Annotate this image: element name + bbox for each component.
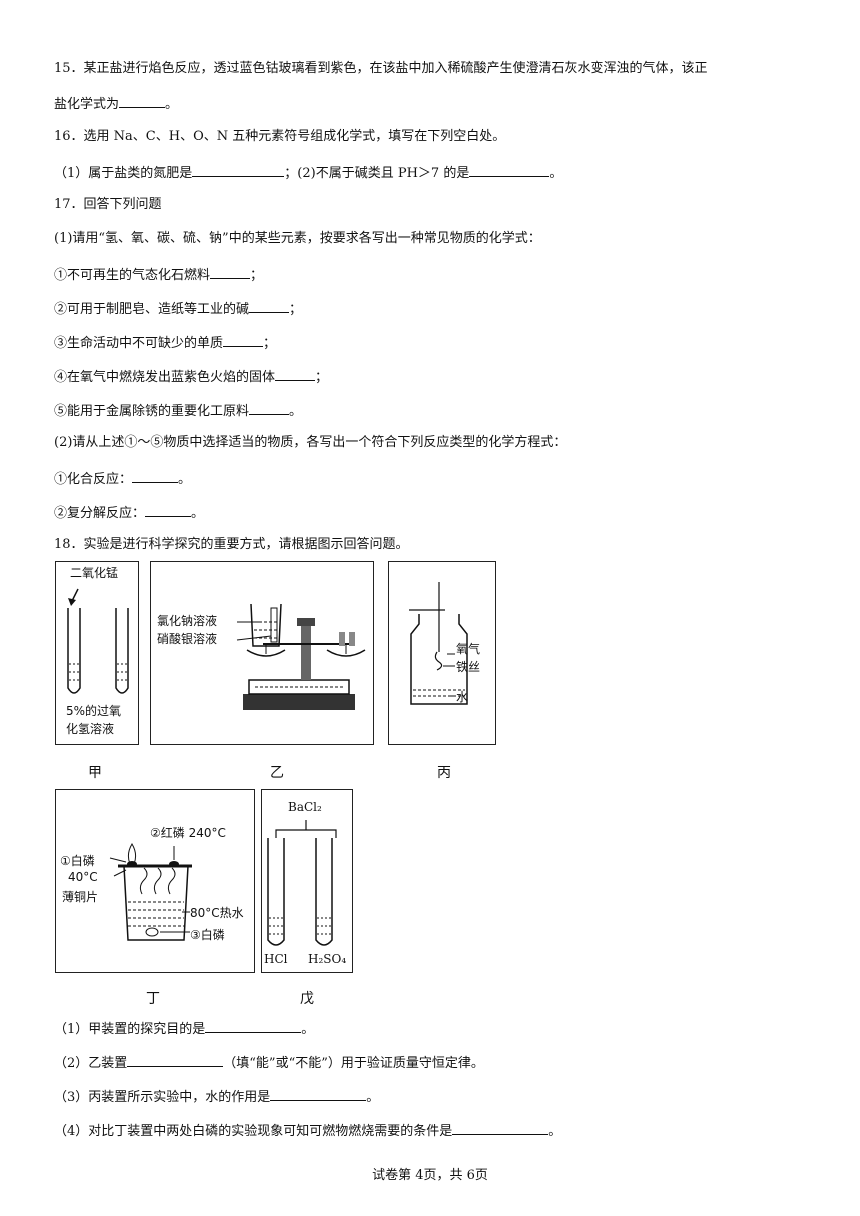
q17-item-3-end: ； bbox=[263, 336, 277, 351]
q17-eq1-text: ①化合反应： bbox=[54, 472, 133, 487]
figure-ding-drawing bbox=[109, 843, 192, 941]
q18-sub-3-end: 。 bbox=[366, 1090, 380, 1105]
figure-yi-drawing bbox=[236, 603, 366, 710]
q16-p2-prompt: ；(2)不属于碱类且 PH＞7 的是 bbox=[284, 166, 470, 181]
q17-eq1-end: 。 bbox=[178, 472, 192, 487]
q17-eq2-end: 。 bbox=[191, 506, 205, 521]
q17-item-2-blank[interactable] bbox=[249, 298, 290, 313]
q17-part2: (2)请从上述①～⑤物质中选择适当的物质，各写出一个符合下列反应类型的化学方程式… bbox=[54, 435, 567, 450]
q17-item-3: ③生命活动中不可缺少的单质 ； bbox=[54, 332, 276, 353]
caption-bing: 丙 bbox=[437, 765, 451, 781]
q17-item-4-text: ④在氧气中燃烧发出蓝紫色火焰的固体 bbox=[54, 370, 276, 385]
jia-label-h2o2-2: 化氢溶液 bbox=[66, 722, 115, 736]
caption-ding: 丁 bbox=[146, 991, 160, 1007]
page-footer: 试卷第 4页，共 6页 bbox=[372, 1168, 488, 1183]
bing-label-o2: 氧气 bbox=[456, 642, 481, 656]
q17-item-1-blank[interactable] bbox=[210, 264, 251, 279]
q17-eq1: ①化合反应： 。 bbox=[54, 468, 191, 489]
q18-sub-2: （2）乙装置 （填“能”或“不能”）用于验证质量守恒定律。 bbox=[54, 1052, 484, 1073]
wu-label-h2so4: H₂SO₄ bbox=[308, 952, 347, 966]
q17-part1: (1)请用“氢、氧、碳、硫、钠”中的某些元素，按要求各写出一种常见物质的化学式： bbox=[54, 231, 541, 246]
q17-item-1: ①不可再生的气态化石燃料 ； bbox=[54, 264, 263, 285]
q15-answer-blank[interactable] bbox=[119, 93, 166, 108]
q17-stem: 17．回答下列问题 bbox=[54, 197, 162, 212]
q17-item-2-end: ； bbox=[289, 302, 303, 317]
q17-item-2: ②可用于制肥皂、造纸等工业的碱 ； bbox=[54, 298, 302, 319]
figure-bing-drawing bbox=[409, 582, 468, 705]
q17-item-4: ④在氧气中燃烧发出蓝紫色火焰的固体 ； bbox=[54, 366, 328, 387]
caption-jia: 甲 bbox=[88, 765, 102, 781]
q16-part1: （1）属于盐类的氮肥是 ；(2)不属于碱类且 PH＞7 的是 。 bbox=[54, 162, 562, 183]
figure-wu-drawing bbox=[267, 820, 337, 946]
q18-sub-4: （4）对比丁装置中两处白磷的实验现象可知可燃物燃烧需要的条件是 。 bbox=[54, 1120, 561, 1141]
q17-item-4-end: ； bbox=[315, 370, 329, 385]
caption-yi: 乙 bbox=[270, 765, 284, 781]
q18-sub-4-end: 。 bbox=[548, 1124, 562, 1139]
figure-jia-drawing bbox=[67, 588, 129, 694]
q15-line1: 15．某正盐进行焰色反应，透过蓝色钴玻璃看到紫色，在该盐中加入稀硫酸产生使澄清石… bbox=[54, 61, 708, 76]
ding-label-temp: 40°C bbox=[68, 870, 98, 884]
q17-item-1-text: ①不可再生的气态化石燃料 bbox=[54, 268, 211, 283]
jia-label-h2o2-1: 5%的过氧 bbox=[66, 704, 122, 718]
q18-sub-1-blank[interactable] bbox=[205, 1018, 302, 1033]
yi-label-agno3: 硝酸银溶液 bbox=[157, 632, 218, 646]
q16-end: 。 bbox=[549, 166, 563, 181]
wu-label-bacl2: BaCl₂ bbox=[288, 800, 322, 814]
ding-label-copper: 薄铜片 bbox=[62, 890, 99, 904]
figure-bing: 氧气 铁丝 水 bbox=[388, 561, 496, 745]
yi-label-nacl: 氯化钠溶液 bbox=[157, 614, 218, 628]
q18-stem: 18．实验是进行科学探究的重要方式，请根据图示回答问题。 bbox=[54, 537, 409, 552]
figure-yi: 氯化钠溶液 硝酸银溶液 bbox=[150, 561, 374, 745]
figure-ding: ②红磷 240°C ①白磷 40°C 薄铜片 80°C热水 ③白磷 bbox=[55, 789, 255, 973]
q18-sub-1-text: （1）甲装置的探究目的是 bbox=[54, 1022, 206, 1037]
q17-eq2-text: ②复分解反应： bbox=[54, 506, 146, 521]
q18-sub-2-text: （2）乙装置 bbox=[54, 1056, 128, 1071]
jia-label-mno2: 二氧化锰 bbox=[70, 566, 119, 580]
q16-answer-blank-1[interactable] bbox=[192, 162, 285, 177]
q17-item-4-blank[interactable] bbox=[275, 366, 316, 381]
bing-label-water: 水 bbox=[456, 690, 469, 704]
ding-label-white-p-3: ③白磷 bbox=[190, 928, 225, 942]
figure-wu: BaCl₂ HCl H₂SO₄ bbox=[261, 789, 353, 973]
q18-sub-1-end: 。 bbox=[301, 1022, 315, 1037]
q16-p1-prompt: （1）属于盐类的氮肥是 bbox=[54, 166, 193, 181]
q18-sub-1: （1）甲装置的探究目的是 。 bbox=[54, 1018, 314, 1039]
q15-line2: 盐化学式为 。 bbox=[54, 93, 178, 114]
q17-item-5-text: ⑤能用于金属除锈的重要化工原料 bbox=[54, 404, 250, 419]
q18-sub-3-blank[interactable] bbox=[270, 1086, 367, 1101]
caption-wu: 戊 bbox=[300, 991, 314, 1007]
q17-item-3-text: ③生命活动中不可缺少的单质 bbox=[54, 336, 224, 351]
figure-jia: 二氧化锰 5%的过氧 化氢溶液 bbox=[55, 561, 139, 745]
q17-item-5-blank[interactable] bbox=[249, 400, 290, 415]
q15-end: 。 bbox=[165, 97, 179, 112]
ding-label-red-p: ②红磷 240°C bbox=[150, 826, 226, 840]
q16-answer-blank-2[interactable] bbox=[469, 162, 550, 177]
q17-eq1-blank[interactable] bbox=[132, 468, 179, 483]
q18-sub-4-blank[interactable] bbox=[452, 1120, 549, 1135]
q17-item-2-text: ②可用于制肥皂、造纸等工业的碱 bbox=[54, 302, 250, 317]
q18-sub-3-text: （3）丙装置所示实验中，水的作用是 bbox=[54, 1090, 271, 1105]
bing-label-wire: 铁丝 bbox=[456, 660, 481, 674]
ding-label-white-p-1: ①白磷 bbox=[60, 854, 95, 868]
q18-sub-3: （3）丙装置所示实验中，水的作用是 。 bbox=[54, 1086, 379, 1107]
q16-stem: 16．选用 Na、C、H、O、N 五种元素符号组成化学式，填写在下列空白处。 bbox=[54, 129, 506, 144]
q17-item-5: ⑤能用于金属除锈的重要化工原料 。 bbox=[54, 400, 302, 421]
q15-prompt: 盐化学式为 bbox=[54, 97, 120, 112]
q17-item-1-end: ； bbox=[250, 268, 264, 283]
q17-eq2: ②复分解反应： 。 bbox=[54, 502, 204, 523]
q18-sub-2-blank[interactable] bbox=[127, 1052, 224, 1067]
q17-eq2-blank[interactable] bbox=[145, 502, 192, 517]
q17-item-3-blank[interactable] bbox=[223, 332, 264, 347]
ding-label-hot-water: 80°C热水 bbox=[190, 906, 244, 920]
q18-sub-2-end: （填“能”或“不能”）用于验证质量守恒定律。 bbox=[223, 1056, 484, 1071]
q18-sub-4-text: （4）对比丁装置中两处白磷的实验现象可知可燃物燃烧需要的条件是 bbox=[54, 1124, 453, 1139]
wu-label-hcl: HCl bbox=[264, 952, 288, 966]
q17-item-5-end: 。 bbox=[289, 404, 303, 419]
